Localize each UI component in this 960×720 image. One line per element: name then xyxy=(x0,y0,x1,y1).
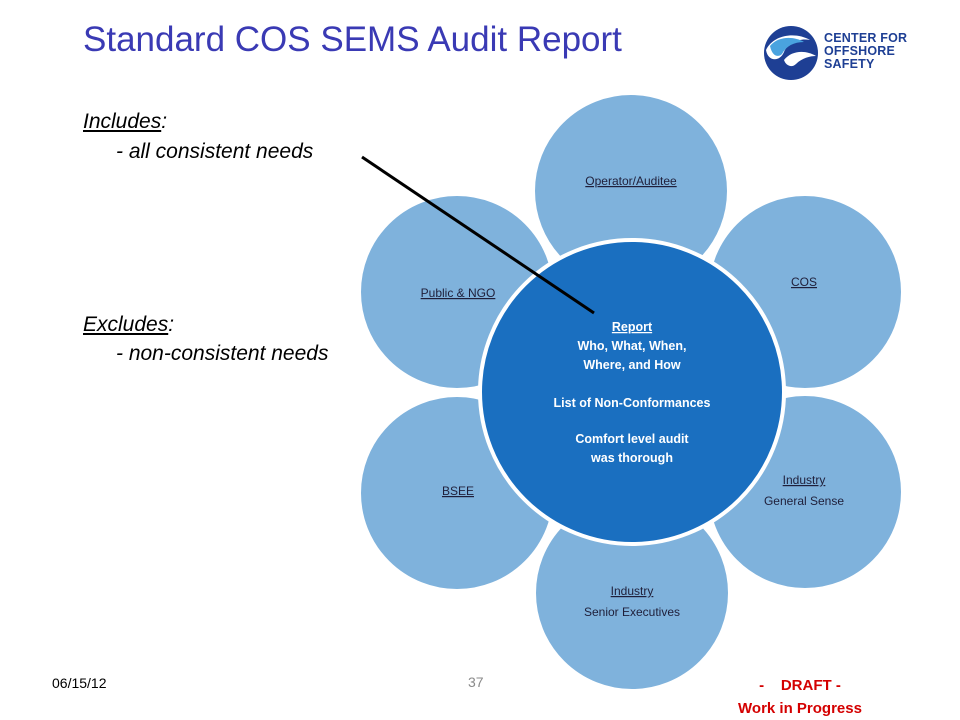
excludes-item: - non-consistent needs xyxy=(116,342,329,365)
excludes-colon: : xyxy=(168,313,175,336)
logo-line-3: SAFETY xyxy=(824,57,875,71)
excludes-heading: Excludes: xyxy=(83,313,174,337)
center-line-4: List of Non-Conformances xyxy=(554,396,711,410)
logo-line-1: CENTER FOR xyxy=(824,31,908,45)
draft-line-1: - DRAFT - xyxy=(759,677,841,694)
node-bsee-label: BSEE xyxy=(442,484,474,498)
node-industry-general-label-2: General Sense xyxy=(764,494,844,508)
logo-text: CENTER FOR OFFSHORE SAFETY xyxy=(824,32,907,71)
includes-label: Includes xyxy=(83,110,162,133)
center-report-title: Report xyxy=(612,320,653,334)
node-cos-label: COS xyxy=(791,275,817,289)
includes-colon: : xyxy=(161,110,168,133)
excludes-label: Excludes xyxy=(83,313,169,336)
center-line-7: was thorough xyxy=(590,451,673,465)
center-report: Report Who, What, When, Where, and How L… xyxy=(478,238,786,546)
center-line-6: Comfort level audit xyxy=(575,432,689,446)
node-industry-general-label-1: Industry xyxy=(783,473,826,487)
node-operator-label: Operator/Auditee xyxy=(585,174,677,188)
footer-date: 06/15/12 xyxy=(52,675,107,691)
logo-line-2: OFFSHORE xyxy=(824,44,896,58)
cos-logo: CENTER FOR OFFSHORE SAFETY xyxy=(760,20,920,90)
center-report-circle xyxy=(478,238,786,546)
includes-heading: Includes: xyxy=(83,110,167,134)
node-industry-senior-label-1: Industry xyxy=(611,584,654,598)
node-public-label: Public & NGO xyxy=(421,286,496,300)
pointer-line xyxy=(361,155,595,315)
center-line-2: Where, and How xyxy=(583,358,681,372)
cos-logo-icon xyxy=(764,26,818,80)
draft-notice: - DRAFT - Work in Progress xyxy=(700,674,900,720)
page-number: 37 xyxy=(468,674,484,690)
includes-item: - all consistent needs xyxy=(116,140,314,163)
draft-line-2: Work in Progress xyxy=(738,700,862,717)
node-industry-senior-label-2: Senior Executives xyxy=(584,605,680,619)
node-operator: Operator/Auditee xyxy=(531,91,731,291)
center-line-1: Who, What, When, xyxy=(577,339,686,353)
page-title: Standard COS SEMS Audit Report xyxy=(83,20,622,59)
